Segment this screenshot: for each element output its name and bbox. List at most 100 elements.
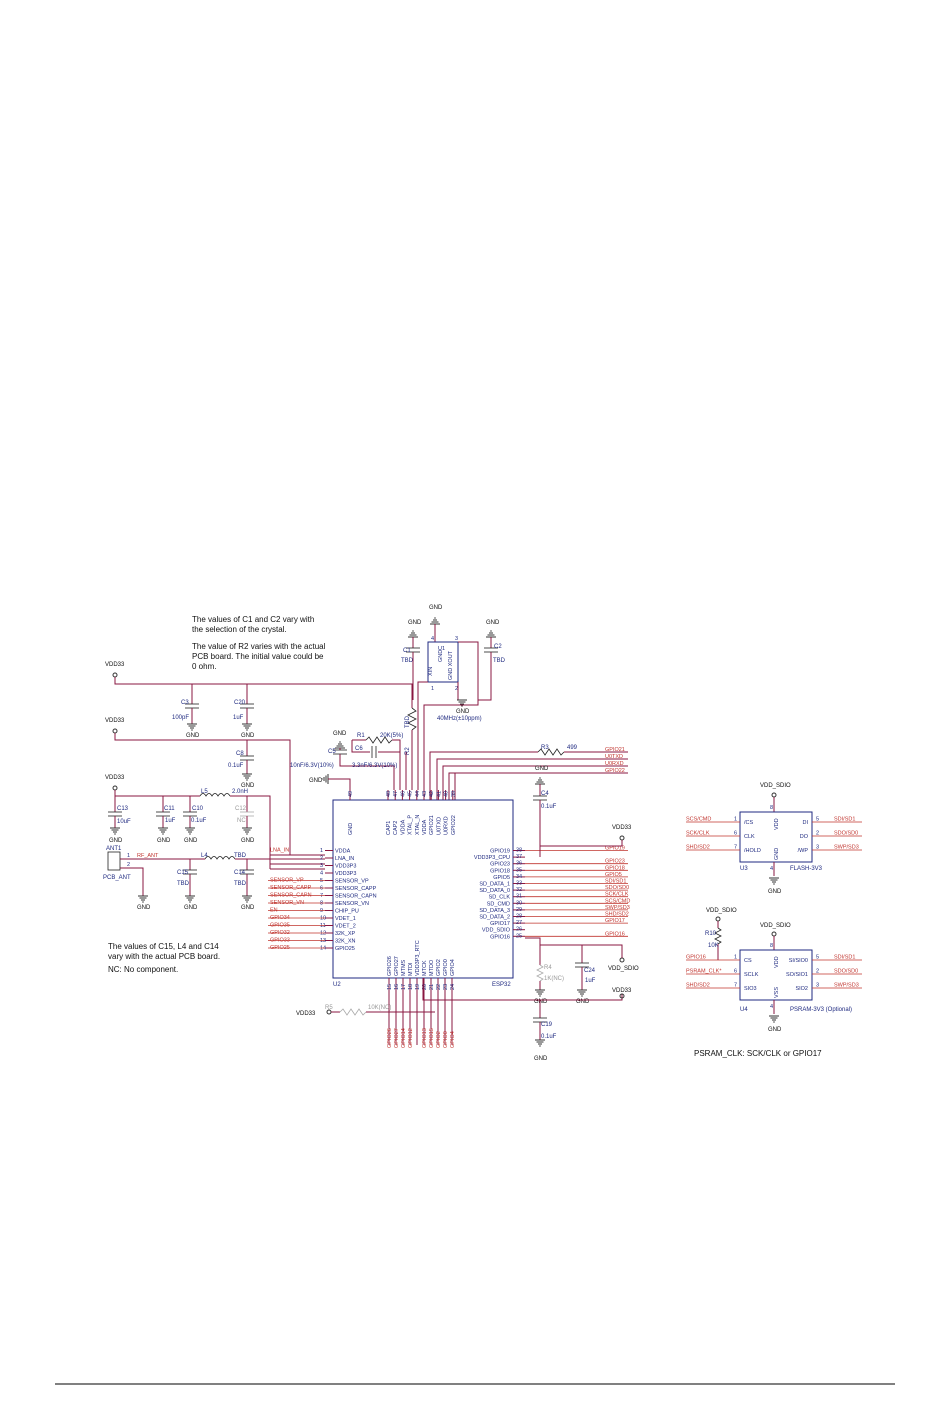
esp32-left-net-label: GPIO33 <box>270 938 290 944</box>
r3-value: 499 <box>567 745 578 751</box>
flash-pins-left-name: CLK <box>744 834 755 840</box>
esp32-label: ESP32 <box>492 982 511 988</box>
esp32-bottom-pin-num: 16 <box>394 984 400 990</box>
r10-label: R10 <box>705 931 717 937</box>
psram-pins-left-num: 6 <box>734 969 737 975</box>
note-c15-2: vary with the actual PCB board. <box>108 952 220 961</box>
c13-label: C13 <box>117 806 129 812</box>
esp32-top-pin-name: VDDA <box>400 819 406 835</box>
gnd-c20: GND <box>241 733 255 739</box>
esp32-left-pin-name: CHIP_PU <box>335 909 359 915</box>
c4-value: 0.1uF <box>541 804 557 810</box>
esp32-left-pin-name: SENSOR_CAPN <box>335 894 377 900</box>
esp32-left-pin-num: 6 <box>320 886 323 892</box>
r1-label: R1 <box>357 733 365 739</box>
esp32-bottom-pin-num: 15 <box>387 984 393 990</box>
esp32-top-pin-num: 39 <box>451 791 457 797</box>
r4-resistor <box>536 964 544 982</box>
note-r2-1: The value of R2 varies with the actual <box>192 642 326 651</box>
esp32-top-pin-num: 40 <box>444 791 450 797</box>
c13-value: 10uF <box>117 819 131 825</box>
esp32-bottom-net-label: GPIO26 <box>387 1028 393 1048</box>
flash-pins-left-num: 6 <box>734 831 737 837</box>
vdd33-label-3: VDD33 <box>105 775 125 781</box>
esp32-left-pin-num: 13 <box>320 938 326 944</box>
flash-pins-left-num: 1 <box>734 817 737 823</box>
u4-label: U4 <box>740 1007 748 1013</box>
ant1-label: ANT1 <box>106 846 122 852</box>
esp32-top-pin-name: XTAL_N <box>415 815 421 835</box>
esp32-bottom-pin-name: GPIO2 <box>436 959 442 976</box>
flash-pins-right-num: 5 <box>816 817 819 823</box>
esp32-right-pin-num: 30 <box>516 900 522 906</box>
esp32-top-pin-num: 44 <box>415 791 421 797</box>
svg-text:XIN: XIN <box>428 667 434 676</box>
esp32-left-pin-num: 14 <box>320 946 326 952</box>
psram-pins-right-name: SI/SIO0 <box>789 958 808 964</box>
u2-label: U2 <box>333 982 341 988</box>
esp32-right-net-label: GPIO23 <box>605 859 625 865</box>
esp32-left-pin-num: 3 <box>320 863 323 869</box>
psram-pins-right-net: SDO/SD0 <box>834 969 858 975</box>
flash-pins-left-net: SCS/CMD <box>686 817 711 823</box>
flash-pins-left-net: SHD/SD2 <box>686 845 710 851</box>
rf-ant-label: RF_ANT <box>137 853 159 859</box>
c5-value: 10nF/6.3V(10%) <box>290 763 334 769</box>
flash-label: FLASH-3V3 <box>790 866 823 872</box>
vdd33-terminal-2 <box>112 728 118 734</box>
psram-pins-right-num: 3 <box>816 983 819 989</box>
esp32-right-pin-name: SD_DATA_0 <box>479 888 510 894</box>
c2-label: C2 <box>494 644 502 650</box>
c15-label: C15 <box>177 870 189 876</box>
vdd33-rail-1 <box>114 677 413 700</box>
vdd33-rail-2 <box>114 733 291 855</box>
esp32-right-pin-num: 38 <box>516 848 522 854</box>
u1-label: U1 <box>438 646 445 652</box>
c6-value: 3.3nF/6.3V(10%) <box>352 763 397 769</box>
esp32-bottom-net-label: GPIO13 <box>422 1028 428 1048</box>
svg-text:GND: GND <box>774 848 780 860</box>
note-c1c2-1: The values of C1 and C2 vary with <box>192 615 314 624</box>
vdd-sdio-label-flash: VDD_SDIO <box>760 783 791 789</box>
esp32-right-pin-name: GPIO16 <box>490 934 510 940</box>
esp32-top-pin-num: 43 <box>422 791 428 797</box>
r10-value: 10K <box>708 943 719 949</box>
esp32-left-pin-name: 32K_XN <box>335 939 356 945</box>
esp32-right-pin-name: SD_CLK <box>489 895 511 901</box>
esp32-left-pin-name: 32K_XP <box>335 931 356 937</box>
gnd-c13: GND <box>109 838 123 844</box>
c14-value: TBD <box>234 881 247 887</box>
c11-label: C11 <box>164 806 175 812</box>
gnd-c19: GND <box>534 1056 548 1062</box>
esp32-bottom-pin-num: 19 <box>415 984 421 990</box>
gnd-c4: GND <box>535 766 549 772</box>
r5-resistor <box>339 1008 367 1016</box>
c20-value: 1uF <box>233 715 244 721</box>
r2-value: TBD <box>405 715 411 728</box>
gnd-c3: GND <box>186 733 200 739</box>
esp32-right-pin-num: 33 <box>516 881 522 887</box>
vdd33-rail-3 <box>114 790 200 797</box>
esp32-right-pin-name: SD_DATA_1 <box>479 882 510 888</box>
esp32-left-pin-num: 12 <box>320 931 326 937</box>
esp32-left-pin-num: 5 <box>320 878 323 884</box>
psram-u4 <box>739 949 813 1001</box>
esp32-top-pin-num: 46 <box>400 791 406 797</box>
esp32-bottom-pin-num: 22 <box>436 984 442 990</box>
esp32-bottom-pin-name: MTDI <box>408 962 414 976</box>
gnd-pin49: GND <box>309 778 323 784</box>
l5-label: L5 <box>201 789 208 795</box>
esp32-top-pins: 49GND48CAP147CAP246VDDA45XTAL_P44XTAL_N4… <box>348 790 457 835</box>
psram-pins-left-net: GPIO16 <box>686 955 706 961</box>
esp32-right-pin-name: GPIO5 <box>493 875 510 881</box>
esp32-top-pin-name: CAP1 <box>386 821 392 835</box>
esp32-left-pin-num: 1 <box>320 848 323 854</box>
c5-label: C5 <box>328 749 336 755</box>
esp32-top-pin-name: GND <box>348 823 354 835</box>
esp32-left-net-label: SENSOR_CAPN <box>270 893 312 899</box>
esp32-right-net-label: SCS/CMD <box>605 898 630 904</box>
esp32-right-pin-num: 26 <box>516 927 522 933</box>
esp32-top-pin-name: XTAL_P <box>408 815 414 835</box>
